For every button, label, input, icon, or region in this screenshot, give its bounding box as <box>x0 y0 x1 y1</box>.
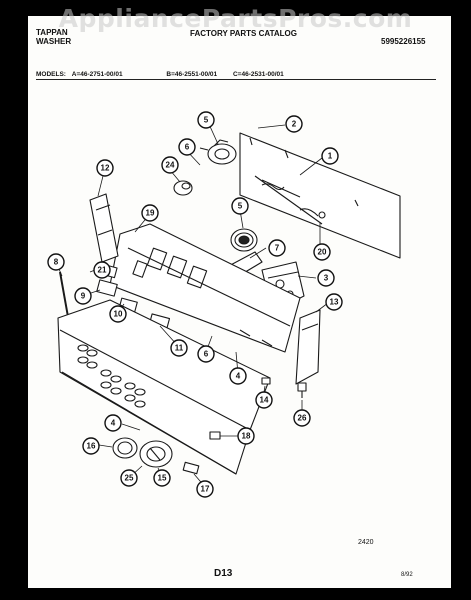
callout-12: 12 <box>96 159 114 177</box>
svg-text:13: 13 <box>330 298 339 307</box>
callout-15: 15 <box>153 469 171 487</box>
drawing-number: 2420 <box>358 539 374 546</box>
svg-text:20: 20 <box>318 248 327 257</box>
callout-7: 7 <box>268 239 286 257</box>
models-line: MODELS: A=46-2751-00/01 B=46-2551-00/01 … <box>36 71 284 78</box>
callout-19: 19 <box>141 204 159 222</box>
right-end-cap <box>295 309 321 385</box>
model-a: A=46-2751-00/01 <box>71 71 123 78</box>
svg-text:1: 1 <box>328 152 333 161</box>
svg-text:2: 2 <box>292 120 297 129</box>
callout-25: 25 <box>120 469 138 487</box>
svg-text:24: 24 <box>166 161 175 170</box>
callout-9: 9 <box>74 287 92 305</box>
svg-text:5: 5 <box>238 202 243 211</box>
model-b: B=46-2551-00/01 <box>166 71 218 78</box>
page-code: D13 <box>214 568 233 579</box>
callout-14: 14 <box>255 391 273 409</box>
callout-17: 17 <box>196 480 214 498</box>
callout-11: 11 <box>170 339 188 357</box>
catalog-title: FACTORY PARTS CATALOG <box>190 29 297 38</box>
svg-text:4: 4 <box>111 419 116 428</box>
date-code: 8/92 <box>401 572 413 578</box>
svg-text:6: 6 <box>204 350 209 359</box>
callout-10: 10 <box>109 305 127 323</box>
callout-2: 2 <box>285 115 303 133</box>
svg-text:14: 14 <box>260 396 269 405</box>
callout-21: 21 <box>93 261 111 279</box>
svg-text:25: 25 <box>125 474 134 483</box>
svg-text:8: 8 <box>54 258 59 267</box>
small-clip-14 <box>261 377 271 385</box>
svg-text:26: 26 <box>298 414 307 423</box>
header-rule <box>36 79 436 80</box>
callout-6-upper: 6 <box>178 138 196 156</box>
brand-line-2: WASHER <box>36 37 72 46</box>
callout-1: 1 <box>321 147 339 165</box>
timer-motor <box>199 139 237 165</box>
svg-text:9: 9 <box>81 292 86 301</box>
svg-text:5: 5 <box>204 116 209 125</box>
callout-20: 20 <box>313 243 331 261</box>
callout-5-upper: 5 <box>197 111 215 129</box>
callout-5-lower: 5 <box>231 197 249 215</box>
svg-text:3: 3 <box>324 274 329 283</box>
callout-6-lower: 6 <box>197 345 215 363</box>
control-knob-16 <box>112 437 138 459</box>
callout-4-upper: 4 <box>229 367 247 385</box>
brand-line-1: TAPPAN <box>36 28 68 37</box>
svg-text:6: 6 <box>185 143 190 152</box>
timer-dial-15 <box>139 440 173 468</box>
svg-text:12: 12 <box>101 164 110 173</box>
callout-13: 13 <box>325 293 343 311</box>
svg-text:16: 16 <box>87 442 96 451</box>
pressure-switch-ring <box>230 228 258 252</box>
svg-text:7: 7 <box>275 244 280 253</box>
screw-26 <box>297 382 307 398</box>
callout-26: 26 <box>293 409 311 427</box>
svg-text:18: 18 <box>242 432 251 441</box>
callout-8: 8 <box>47 253 65 271</box>
callout-18: 18 <box>237 427 255 445</box>
callout-24: 24 <box>161 156 179 174</box>
svg-text:4: 4 <box>236 372 241 381</box>
svg-text:15: 15 <box>158 474 167 483</box>
catalog-number: 5995226155 <box>381 37 426 46</box>
models-label: MODELS: <box>36 71 66 78</box>
svg-text:21: 21 <box>98 266 107 275</box>
indicator-lens-17 <box>182 461 200 475</box>
svg-text:11: 11 <box>175 344 184 353</box>
callout-4-lower: 4 <box>104 414 122 432</box>
callout-16: 16 <box>82 437 100 455</box>
callout-3: 3 <box>317 269 335 287</box>
model-c: C=46-2531-00/01 <box>232 71 284 78</box>
left-end-cap-bracket <box>89 193 119 263</box>
svg-text:10: 10 <box>114 310 123 319</box>
svg-text:17: 17 <box>201 485 210 494</box>
back-panel <box>239 132 401 259</box>
timer-knob-small <box>173 180 193 196</box>
brand-label: TAPPAN WASHER <box>36 28 71 46</box>
svg-text:19: 19 <box>146 209 155 218</box>
